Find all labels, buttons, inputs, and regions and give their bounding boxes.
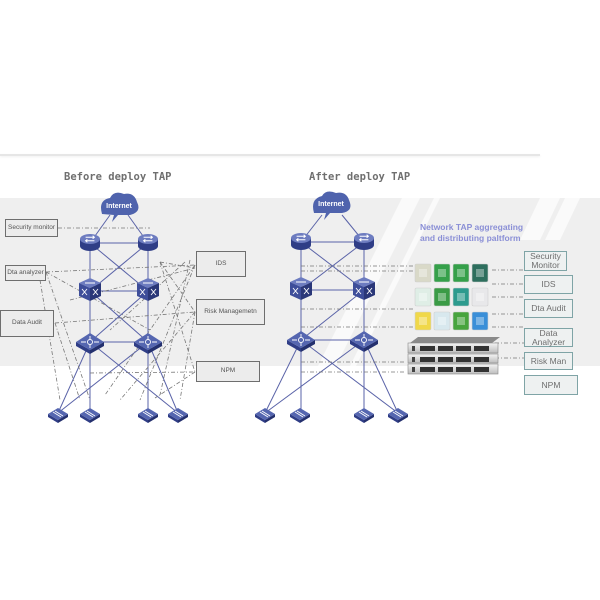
- tap-platform-title-line1: Network TAP aggregating: [420, 222, 524, 232]
- tap-port: [474, 346, 489, 351]
- ids-tool-box: IDS: [524, 275, 573, 294]
- tap-port: [438, 367, 453, 372]
- tool-module-icon: [452, 287, 470, 307]
- before-monitor-links: [39, 227, 196, 401]
- ids-box: IDS: [196, 251, 246, 277]
- data-analyzer-tool-box: Data Analyzer: [524, 328, 573, 347]
- risk-man-tool-box: Risk Man: [524, 352, 573, 370]
- tool-module-icon: [414, 263, 432, 283]
- risk-management-box: Risk Managemetn: [196, 299, 265, 325]
- tap-port-indicator: [412, 357, 415, 362]
- before-links: [57, 214, 179, 414]
- tap-platform-title-line2: and distributing paltform: [420, 233, 521, 244]
- tool-module-icon: [471, 263, 489, 283]
- tool-module-icon: [433, 311, 451, 331]
- npm-tool-box: NPM: [524, 375, 578, 395]
- tool-module-icon: [452, 263, 470, 283]
- access-switch-icon: [255, 408, 275, 423]
- internet-label: Internet: [318, 201, 344, 208]
- router-icon: [354, 233, 374, 250]
- tool-module-icon: [471, 311, 489, 331]
- access-switch-icon: [354, 408, 374, 423]
- tool-module-icon: [414, 311, 432, 331]
- core-switch-icon: [79, 278, 101, 301]
- router-icon: [138, 234, 158, 251]
- network-tap-chassis-icon: [407, 337, 500, 375]
- router-icon: [291, 233, 311, 250]
- tap-port: [438, 357, 453, 362]
- tap-port: [456, 346, 471, 351]
- tool-module-icon: [452, 311, 470, 331]
- data-audit-box: Data Audit: [0, 310, 54, 337]
- tap-port: [456, 367, 471, 372]
- access-switch-icon: [388, 408, 408, 423]
- internet-label: Internet: [106, 203, 132, 210]
- top-divider: [0, 154, 540, 156]
- after-tap-links: [301, 265, 524, 373]
- tap-port-indicator: [412, 367, 415, 372]
- tap-port: [456, 357, 471, 362]
- access-switch-icon: [80, 408, 100, 423]
- tool-module-icon: [471, 287, 489, 307]
- tap-port: [420, 357, 435, 362]
- aggregation-switch-icon: [350, 331, 378, 352]
- before-title: Before deploy TAP: [64, 171, 172, 183]
- npm-box: NPM: [196, 361, 260, 382]
- router-icon: [80, 234, 100, 251]
- core-switch-icon: [137, 278, 159, 301]
- tap-port: [474, 367, 489, 372]
- security-monitor-tool-box: Security Monitor: [524, 251, 567, 271]
- tap-port: [474, 357, 489, 362]
- internet-cloud-icon: Internet: [101, 192, 139, 222]
- data-audit-tool-box: Dta Audit: [524, 299, 573, 318]
- tap-platform-title: Network TAP aggregating and distributing…: [420, 222, 550, 244]
- core-switch-icon: [353, 277, 375, 300]
- tool-module-icon: [414, 287, 432, 307]
- access-switch-icon: [290, 408, 310, 423]
- core-switch-icon: [290, 277, 312, 300]
- data-analyzer-box: Dta analyzer: [5, 265, 46, 281]
- tool-module-icon: [433, 263, 451, 283]
- tap-port: [420, 346, 435, 351]
- tool-module-icon: [433, 287, 451, 307]
- tap-port: [420, 367, 435, 372]
- aggregation-switch-icon: [287, 331, 315, 352]
- access-switch-icon: [138, 408, 158, 423]
- aggregation-switch-icon: [76, 333, 104, 354]
- tap-port-indicator: [412, 346, 415, 351]
- aggregation-switch-icon: [134, 333, 162, 354]
- internet-cloud-icon: Internet: [313, 191, 351, 220]
- tap-port: [438, 346, 453, 351]
- access-switch-icon: [168, 408, 188, 423]
- after-title: After deploy TAP: [309, 171, 411, 183]
- access-switch-icon: [48, 408, 68, 423]
- security-monitor-box: Security monitor: [5, 219, 58, 237]
